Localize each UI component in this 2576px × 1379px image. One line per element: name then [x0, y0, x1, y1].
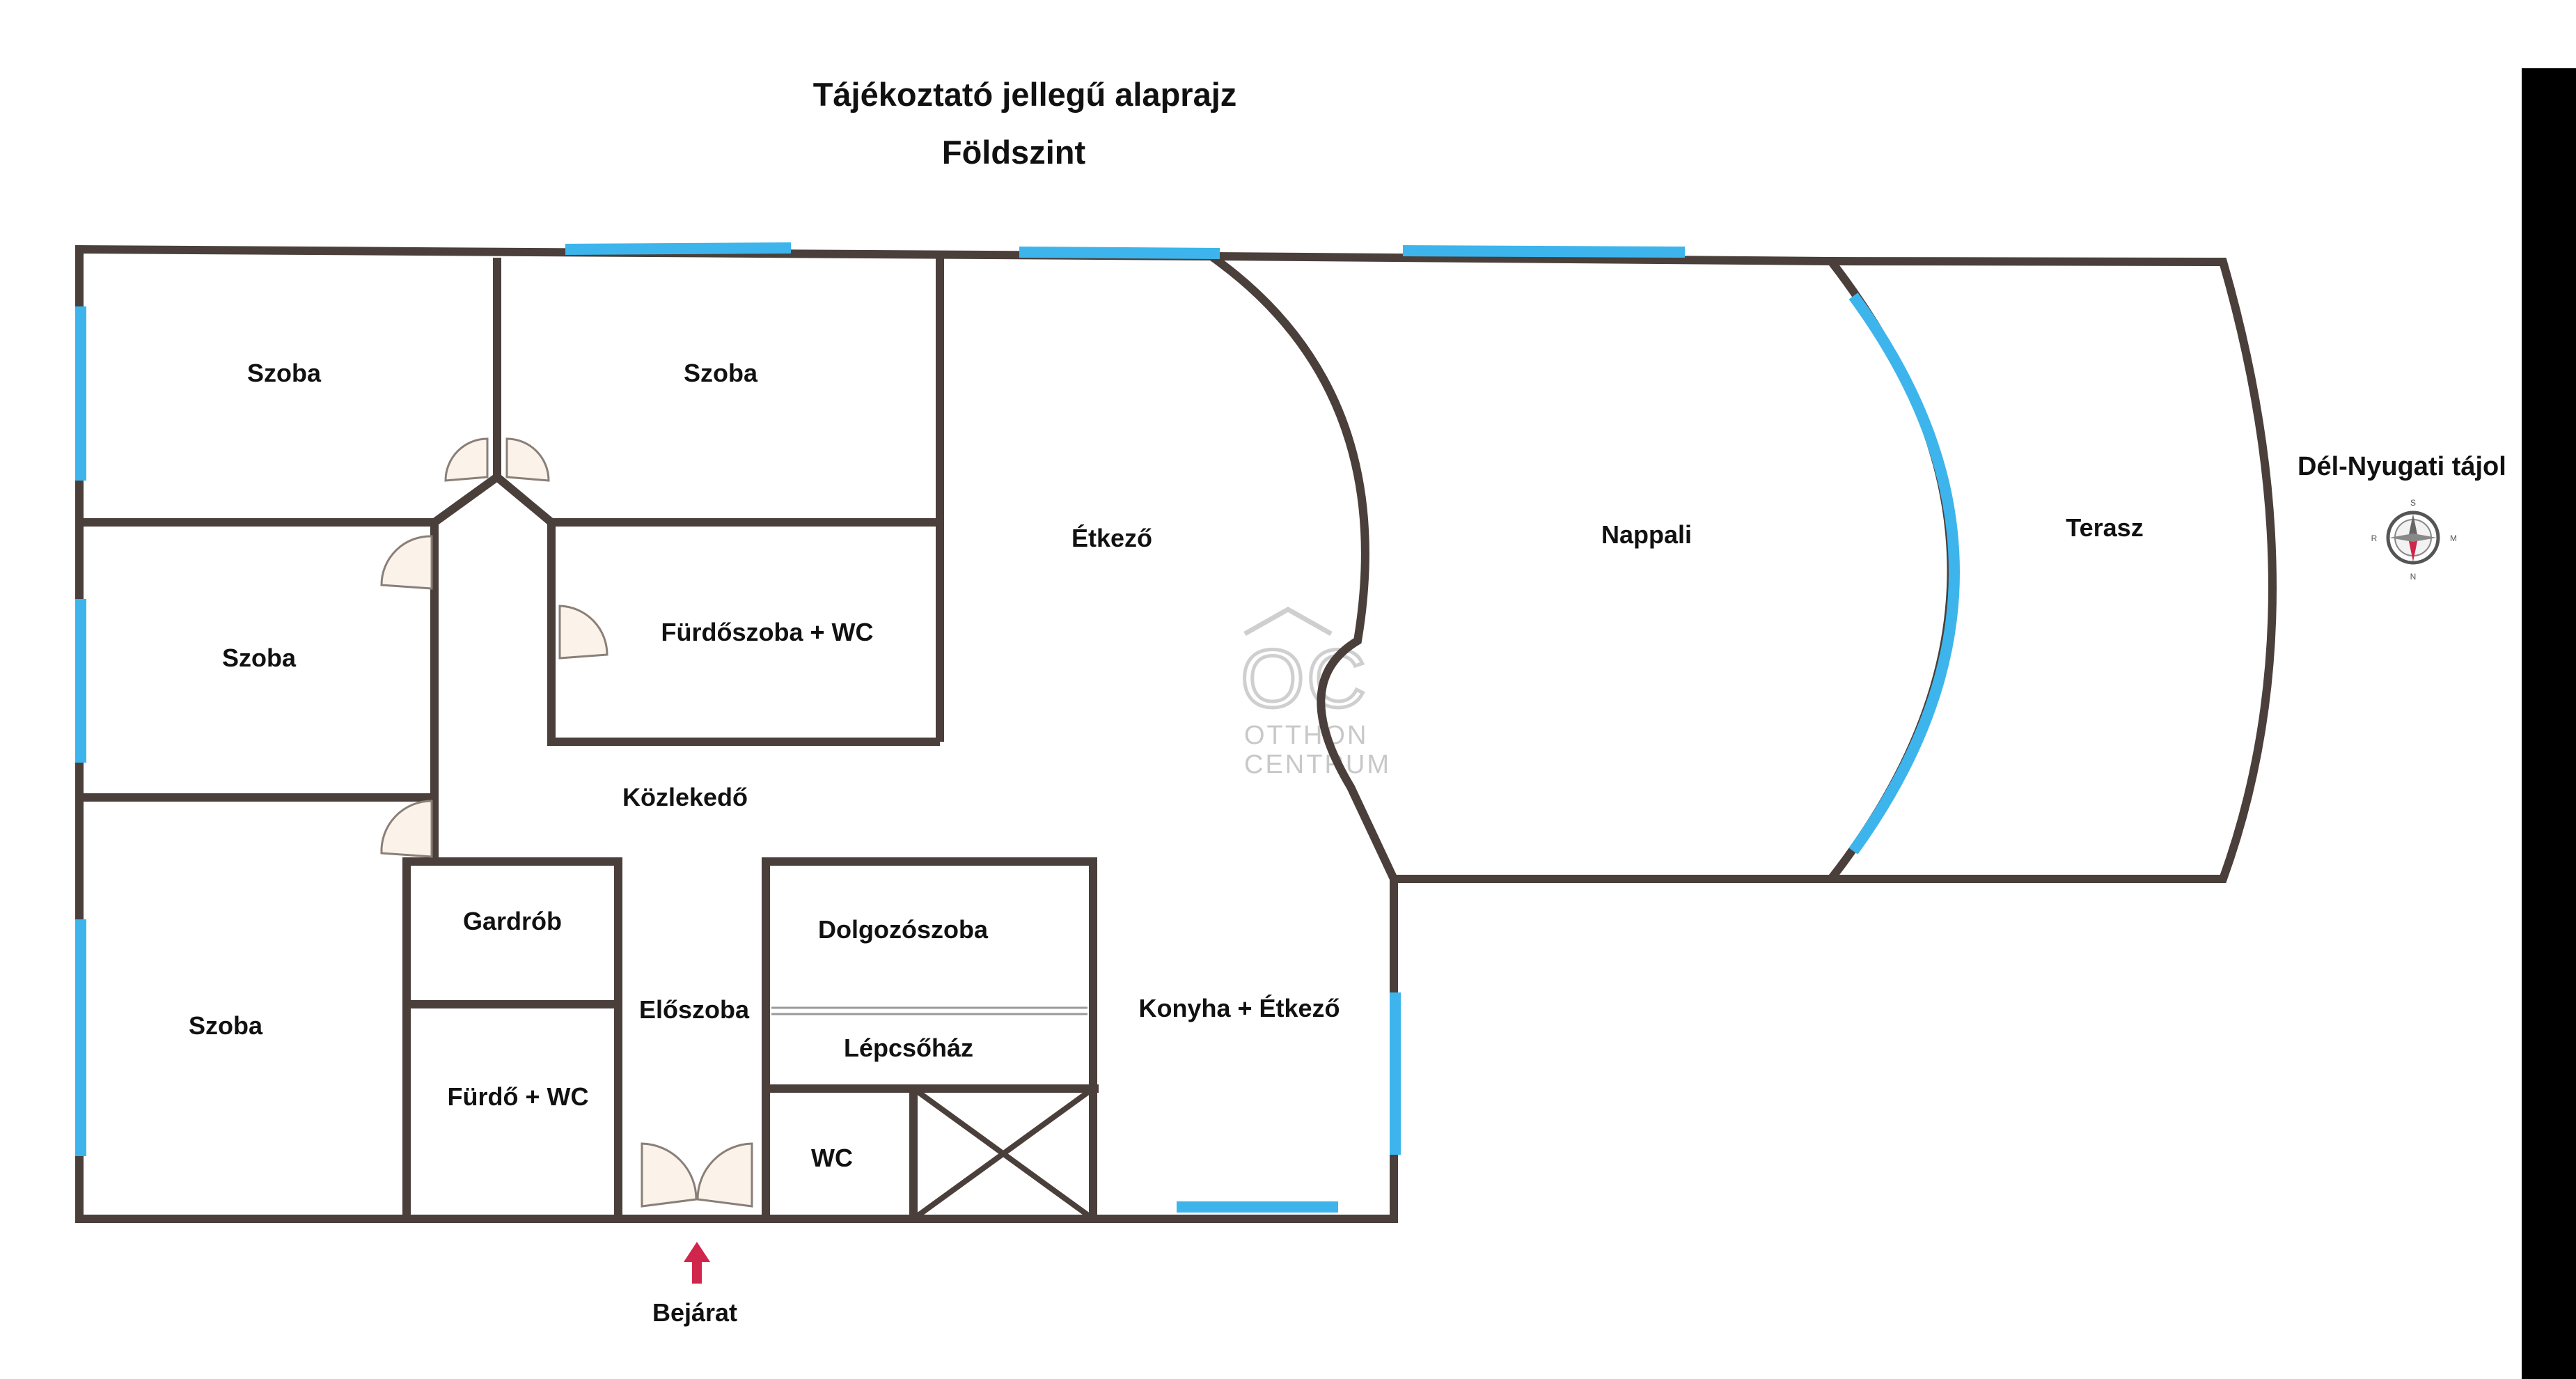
- compass-letter-right: M: [2450, 533, 2457, 543]
- stair-landing-lines: [771, 1006, 1087, 1015]
- watermark-line2: CENTRUM: [1244, 750, 1391, 779]
- room-label-eloszoba: Előszoba: [639, 995, 750, 1024]
- compass-letter-top: S: [2410, 498, 2416, 508]
- room-label-furdo-wc: Fürdő + WC: [448, 1082, 589, 1111]
- window-top-1: [565, 242, 792, 255]
- door-bathroom: [558, 605, 608, 660]
- room-label-konyha-etkezo: Konyha + Étkező: [1138, 994, 1340, 1022]
- room-label-nappali: Nappali: [1601, 520, 1692, 549]
- door-bedroom2: [505, 437, 550, 482]
- windows: [75, 242, 1960, 1213]
- door-bedroom4: [380, 800, 433, 858]
- room-label-szoba-4: Szoba: [189, 1011, 263, 1040]
- door-bedroom1: [444, 437, 489, 482]
- window-top-2: [1019, 247, 1220, 259]
- compass-letter-left: R: [2371, 533, 2378, 543]
- room-label-szoba-3: Szoba: [222, 644, 297, 672]
- doors: [380, 437, 753, 1208]
- wall-bathroom: [547, 522, 940, 746]
- room-label-wc: WC: [811, 1144, 853, 1172]
- room-label-szoba-2: Szoba: [684, 359, 758, 387]
- plan-level: Földszint: [942, 134, 1086, 171]
- window-top-3: [1402, 245, 1686, 258]
- stair-cross: [911, 1086, 1095, 1222]
- compass-icon: S M N R: [2371, 498, 2457, 582]
- room-label-terasz: Terasz: [2066, 513, 2143, 542]
- room-labels: Szoba Szoba Szoba Szoba Fürdőszoba + WC …: [189, 359, 2144, 1172]
- right-edge-bar: [2522, 68, 2576, 1379]
- room-label-szoba-1: Szoba: [247, 359, 322, 387]
- plan-title: Tájékoztató jellegű alaprajz: [813, 76, 1237, 113]
- dining-living-curve: [1209, 253, 1398, 881]
- room-label-kozlekedo: Közlekedő: [622, 783, 748, 811]
- outer-wall: [75, 244, 2277, 1223]
- wall-hall-peak: [432, 472, 554, 526]
- otthon-centrum-watermark: OC OTTHON CENTRUM: [1239, 606, 1391, 779]
- room-label-furdoszoba-wc: Fürdőszoba + WC: [661, 618, 874, 646]
- window-living-curve: [1848, 293, 1960, 855]
- room-label-etkezo: Étkező: [1071, 524, 1152, 552]
- orientation-label: Dél-Nyugati tájol: [2298, 452, 2506, 481]
- door-entrance-left: [641, 1142, 698, 1208]
- compass-letter-bottom: N: [2410, 572, 2417, 582]
- wall-wardrobe-block: [402, 857, 622, 1219]
- room-label-lepcsohaz: Lépcsőház: [844, 1034, 973, 1062]
- room-label-gardrob: Gardrób: [463, 907, 562, 935]
- door-entrance-right: [696, 1142, 753, 1208]
- walls: [75, 244, 2277, 1223]
- door-bedroom3: [380, 535, 433, 590]
- wall-study-block: [762, 857, 1097, 1219]
- room-label-dolgozoszoba: Dolgozószoba: [818, 915, 989, 944]
- entrance-label: Bejárat: [652, 1298, 737, 1327]
- watermark-line1: OTTHON: [1244, 721, 1368, 750]
- entrance-arrow-icon: [684, 1242, 710, 1284]
